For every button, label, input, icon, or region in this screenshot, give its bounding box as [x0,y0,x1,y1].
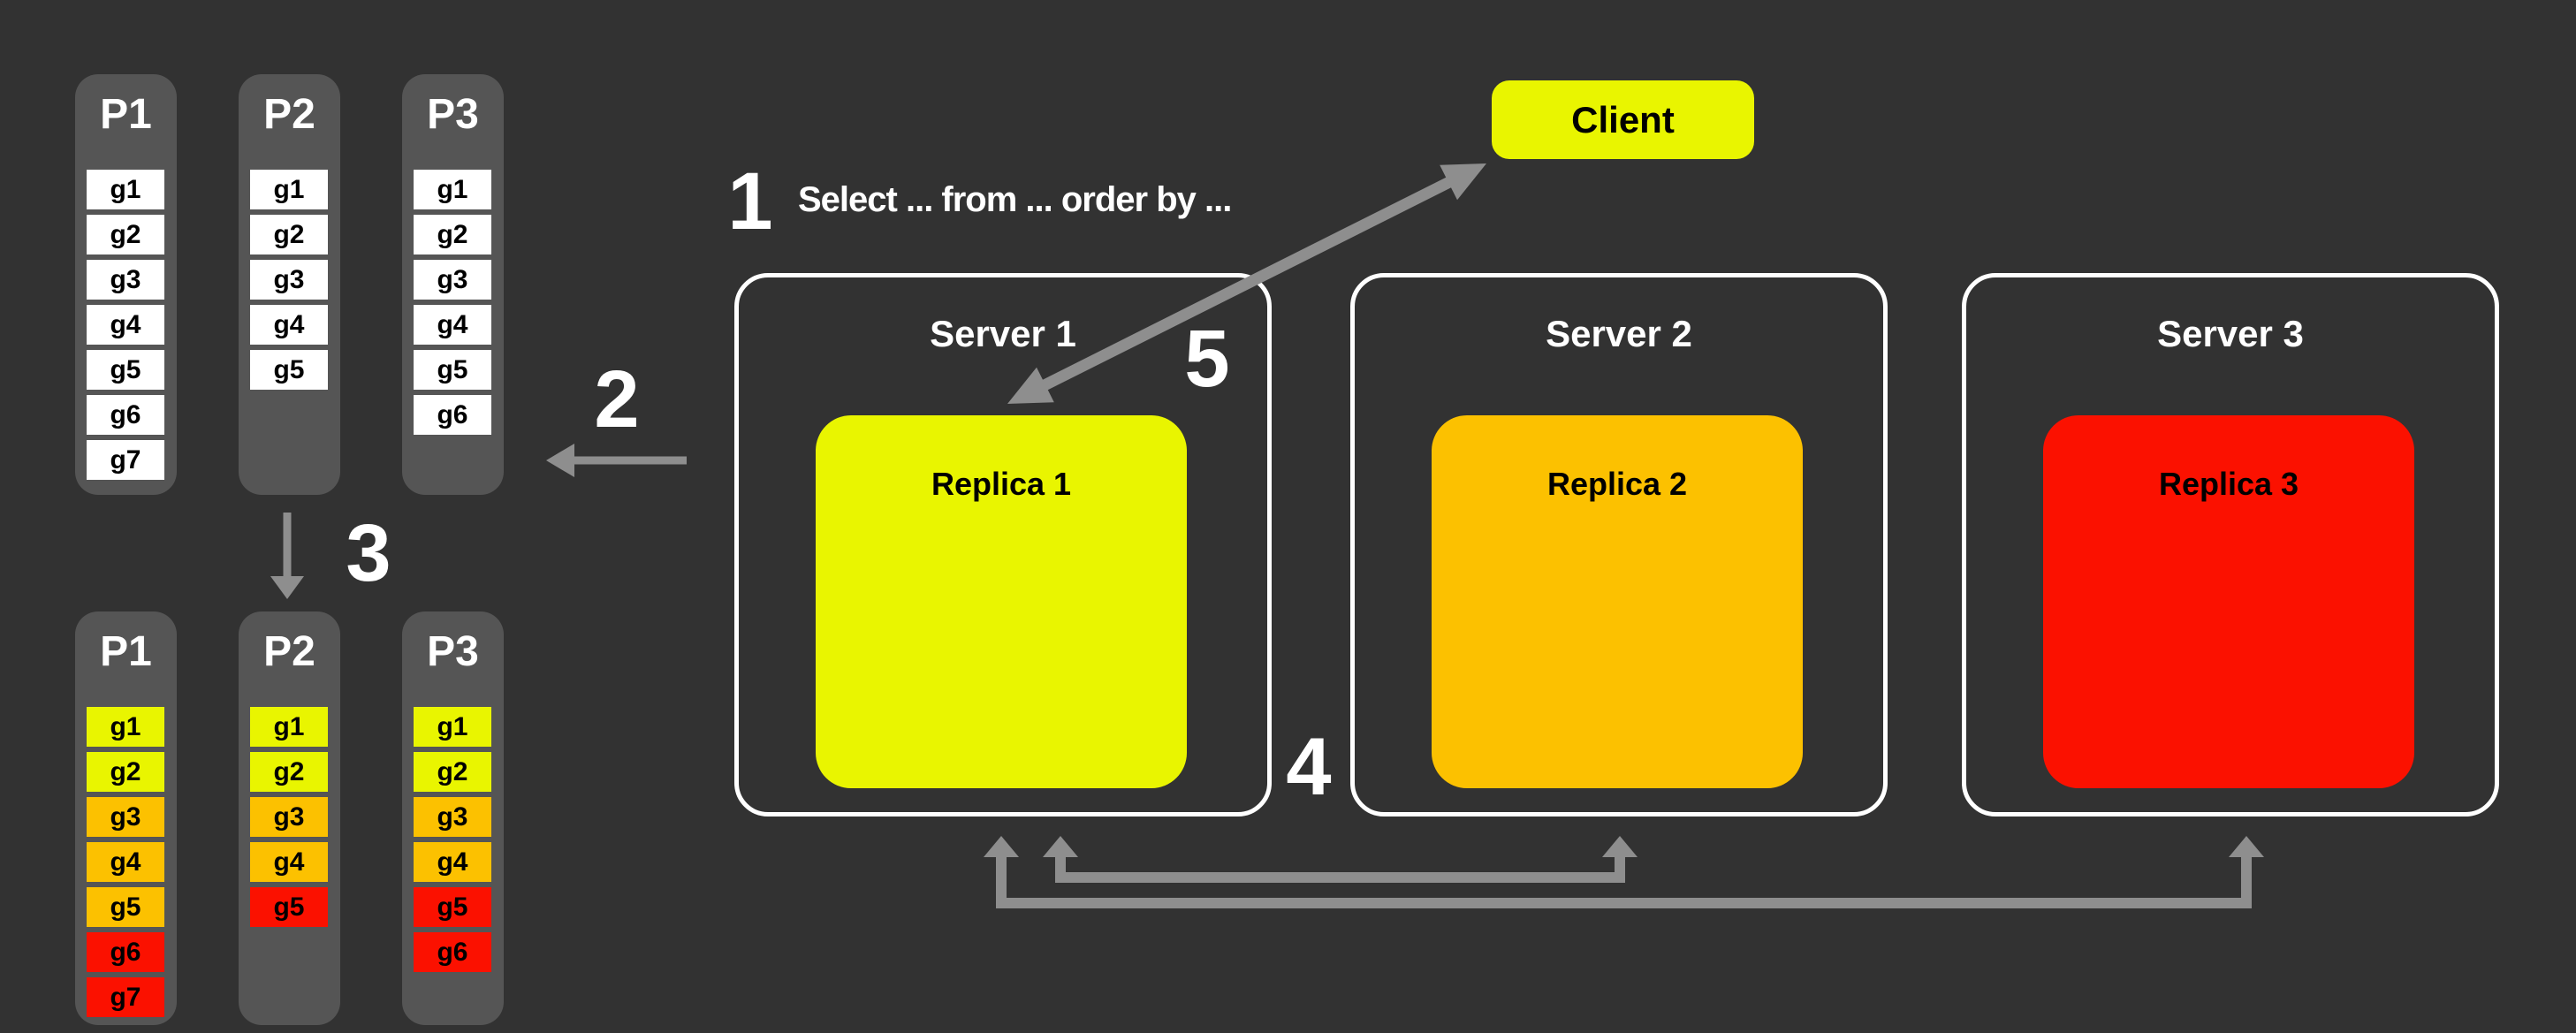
partition-label: P3 [427,628,479,675]
group-cell: g5 [250,350,328,390]
server1-box: Server 1 Replica 1 [734,273,1272,817]
group-cell: g2 [250,752,328,792]
group-cell: g6 [414,395,491,435]
group-cell: g2 [414,215,491,254]
group-cell: g5 [87,350,164,390]
replica3-label: Replica 3 [2158,466,2299,502]
group-cell: g4 [250,305,328,345]
step4-number: 4 [1286,722,1332,812]
partition-label: P3 [427,91,479,138]
group-cell: g1 [87,707,164,747]
client-label: Client [1571,98,1675,141]
group-cell: g4 [250,842,328,882]
group-cell: g2 [87,752,164,792]
partition-label: P1 [100,628,152,675]
group-cell: g3 [87,260,164,300]
partition-before-p1: P1 g1 g2 g3 g4 g5 g6 g7 [75,74,177,495]
partition-after-p1: P1 g1 g2 g3 g4 g5 g6 g7 [75,611,177,1025]
group-cell: g3 [414,797,491,837]
replica2-label: Replica 2 [1546,466,1688,502]
group-cell: g1 [414,170,491,209]
server2-title: Server 2 [1546,313,1692,354]
group-cell: g5 [87,887,164,927]
group-cell: g2 [250,215,328,254]
group-cell: g4 [414,842,491,882]
group-cell: g1 [250,170,328,209]
step5-number: 5 [1184,314,1230,404]
server3-box: Server 3 Replica 3 [1962,273,2499,817]
group-cell: g7 [87,440,164,480]
client-box: Client [1492,80,1754,159]
group-cell: g5 [250,887,328,927]
group-cell: g3 [87,797,164,837]
group-cell-list: g1 g2 g3 g4 g5 g6 g7 [87,707,164,1017]
group-cell: g4 [87,305,164,345]
step1-number: 1 [727,156,773,247]
group-cell: g1 [87,170,164,209]
group-cell: g5 [414,887,491,927]
server1-server2-link-icon [1043,836,1638,883]
group-cell: g6 [87,932,164,972]
group-cell-list: g1 g2 g3 g4 g5 g6 g7 [87,170,164,480]
step3-down-arrow-icon [270,513,304,599]
replica1-label: Replica 1 [931,466,1072,502]
group-cell: g7 [87,977,164,1017]
group-cell: g6 [87,395,164,435]
group-cell: g1 [250,707,328,747]
step2-left-arrow-icon [546,444,687,477]
partition-label: P2 [263,628,315,675]
partition-label: P1 [100,91,152,138]
partition-after-p2: P2 g1 g2 g3 g4 g5 [239,611,340,1025]
group-cell: g1 [414,707,491,747]
group-cell-list: g1 g2 g3 g4 g5 g6 [414,170,491,435]
replica2-box: Replica 2 [1432,415,1803,788]
server2-box: Server 2 Replica 2 [1350,273,1888,817]
group-cell: g3 [250,260,328,300]
group-cell-list: g1 g2 g3 g4 g5 [250,170,328,390]
group-cell: g5 [414,350,491,390]
group-cell: g2 [87,215,164,254]
group-cell: g3 [414,260,491,300]
query-text: Select ... from ... order by ... [798,180,1232,219]
step2-number: 2 [594,354,640,444]
partition-before-p3: P3 g1 g2 g3 g4 g5 g6 [402,74,504,495]
partition-label: P2 [263,91,315,138]
server3-title: Server 3 [2157,313,2304,354]
group-cell-list: g1 g2 g3 g4 g5 g6 [414,707,491,972]
server1-server3-link-icon [984,836,2264,908]
group-cell: g3 [250,797,328,837]
group-cell: g6 [414,932,491,972]
group-cell: g4 [87,842,164,882]
replica1-box: Replica 1 [816,415,1187,788]
group-cell: g2 [414,752,491,792]
step3-number: 3 [346,508,391,598]
replica3-box: Replica 3 [2043,415,2414,788]
partition-after-p3: P3 g1 g2 g3 g4 g5 g6 [402,611,504,1025]
group-cell-list: g1 g2 g3 g4 g5 [250,707,328,927]
partition-before-p2: P2 g1 g2 g3 g4 g5 [239,74,340,495]
group-cell: g4 [414,305,491,345]
